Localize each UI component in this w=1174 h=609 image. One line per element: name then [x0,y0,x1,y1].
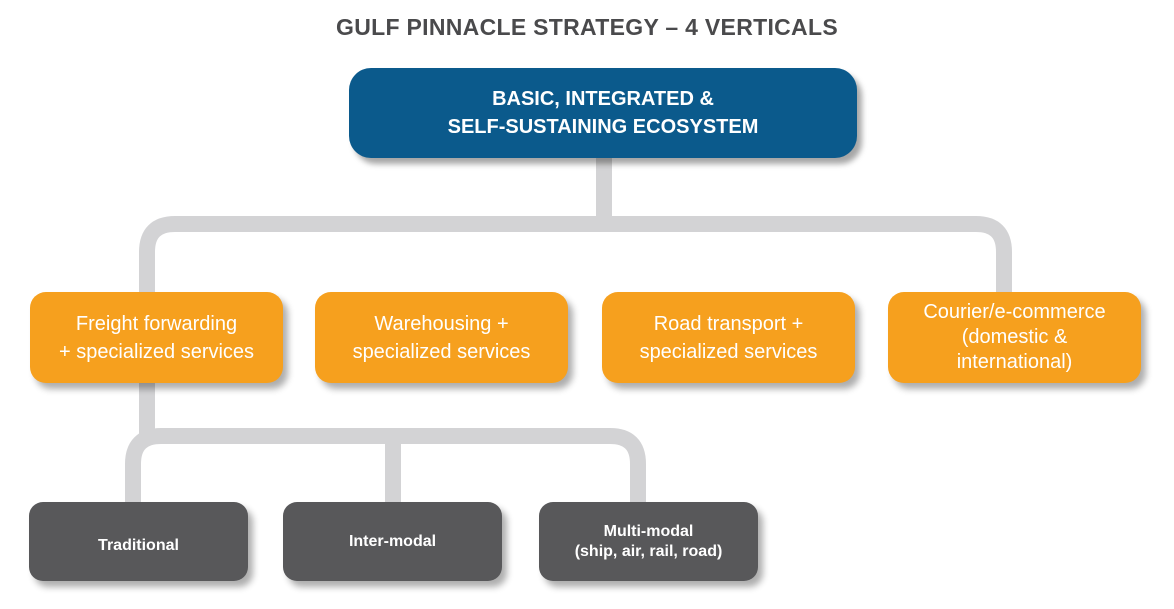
mode-label-line: Multi-modal [603,522,694,540]
diagram-title: GULF PINNACLE STRATEGY – 4 VERTICALS [336,14,838,40]
vertical-label-line: + specialized services [58,340,255,363]
vertical-label-line: (domestic & [961,326,1068,348]
mode-inter-modal: Inter-modal [283,502,502,581]
vertical-label-line: Freight forwarding [75,312,238,335]
vertical-freight-forwarding: Freight forwarding + specialized service… [30,292,283,383]
ecosystem-box: BASIC, INTEGRATED & SELF-SUSTAINING ECOS… [349,68,857,158]
vertical-label-line: Road transport + [653,312,804,335]
ecosystem-line-2: SELF-SUSTAINING ECOSYSTEM [447,116,759,138]
vertical-warehousing: Warehousing + specialized services [315,292,568,383]
mode-multi-modal: Multi-modal (ship, air, rail, road) [539,502,758,581]
vertical-label-line: Warehousing + [374,312,509,335]
vertical-road-transport: Road transport + specialized services [602,292,855,383]
mode-traditional: Traditional [29,502,248,581]
mode-label-line: Inter-modal [348,532,437,550]
vertical-label-line: specialized services [352,340,531,363]
vertical-label-line: international) [956,351,1073,373]
vertical-label-line: specialized services [639,340,818,363]
ecosystem-line-1: BASIC, INTEGRATED & [492,88,714,110]
vertical-courier-ecommerce: Courier/e-commerce (domestic & internati… [888,292,1141,383]
mode-label-line: (ship, air, rail, road) [574,542,723,560]
connector-verticals-bus [139,216,1012,296]
vertical-label-line: Courier/e-commerce [923,301,1106,323]
mode-label-line: Traditional [98,536,179,554]
